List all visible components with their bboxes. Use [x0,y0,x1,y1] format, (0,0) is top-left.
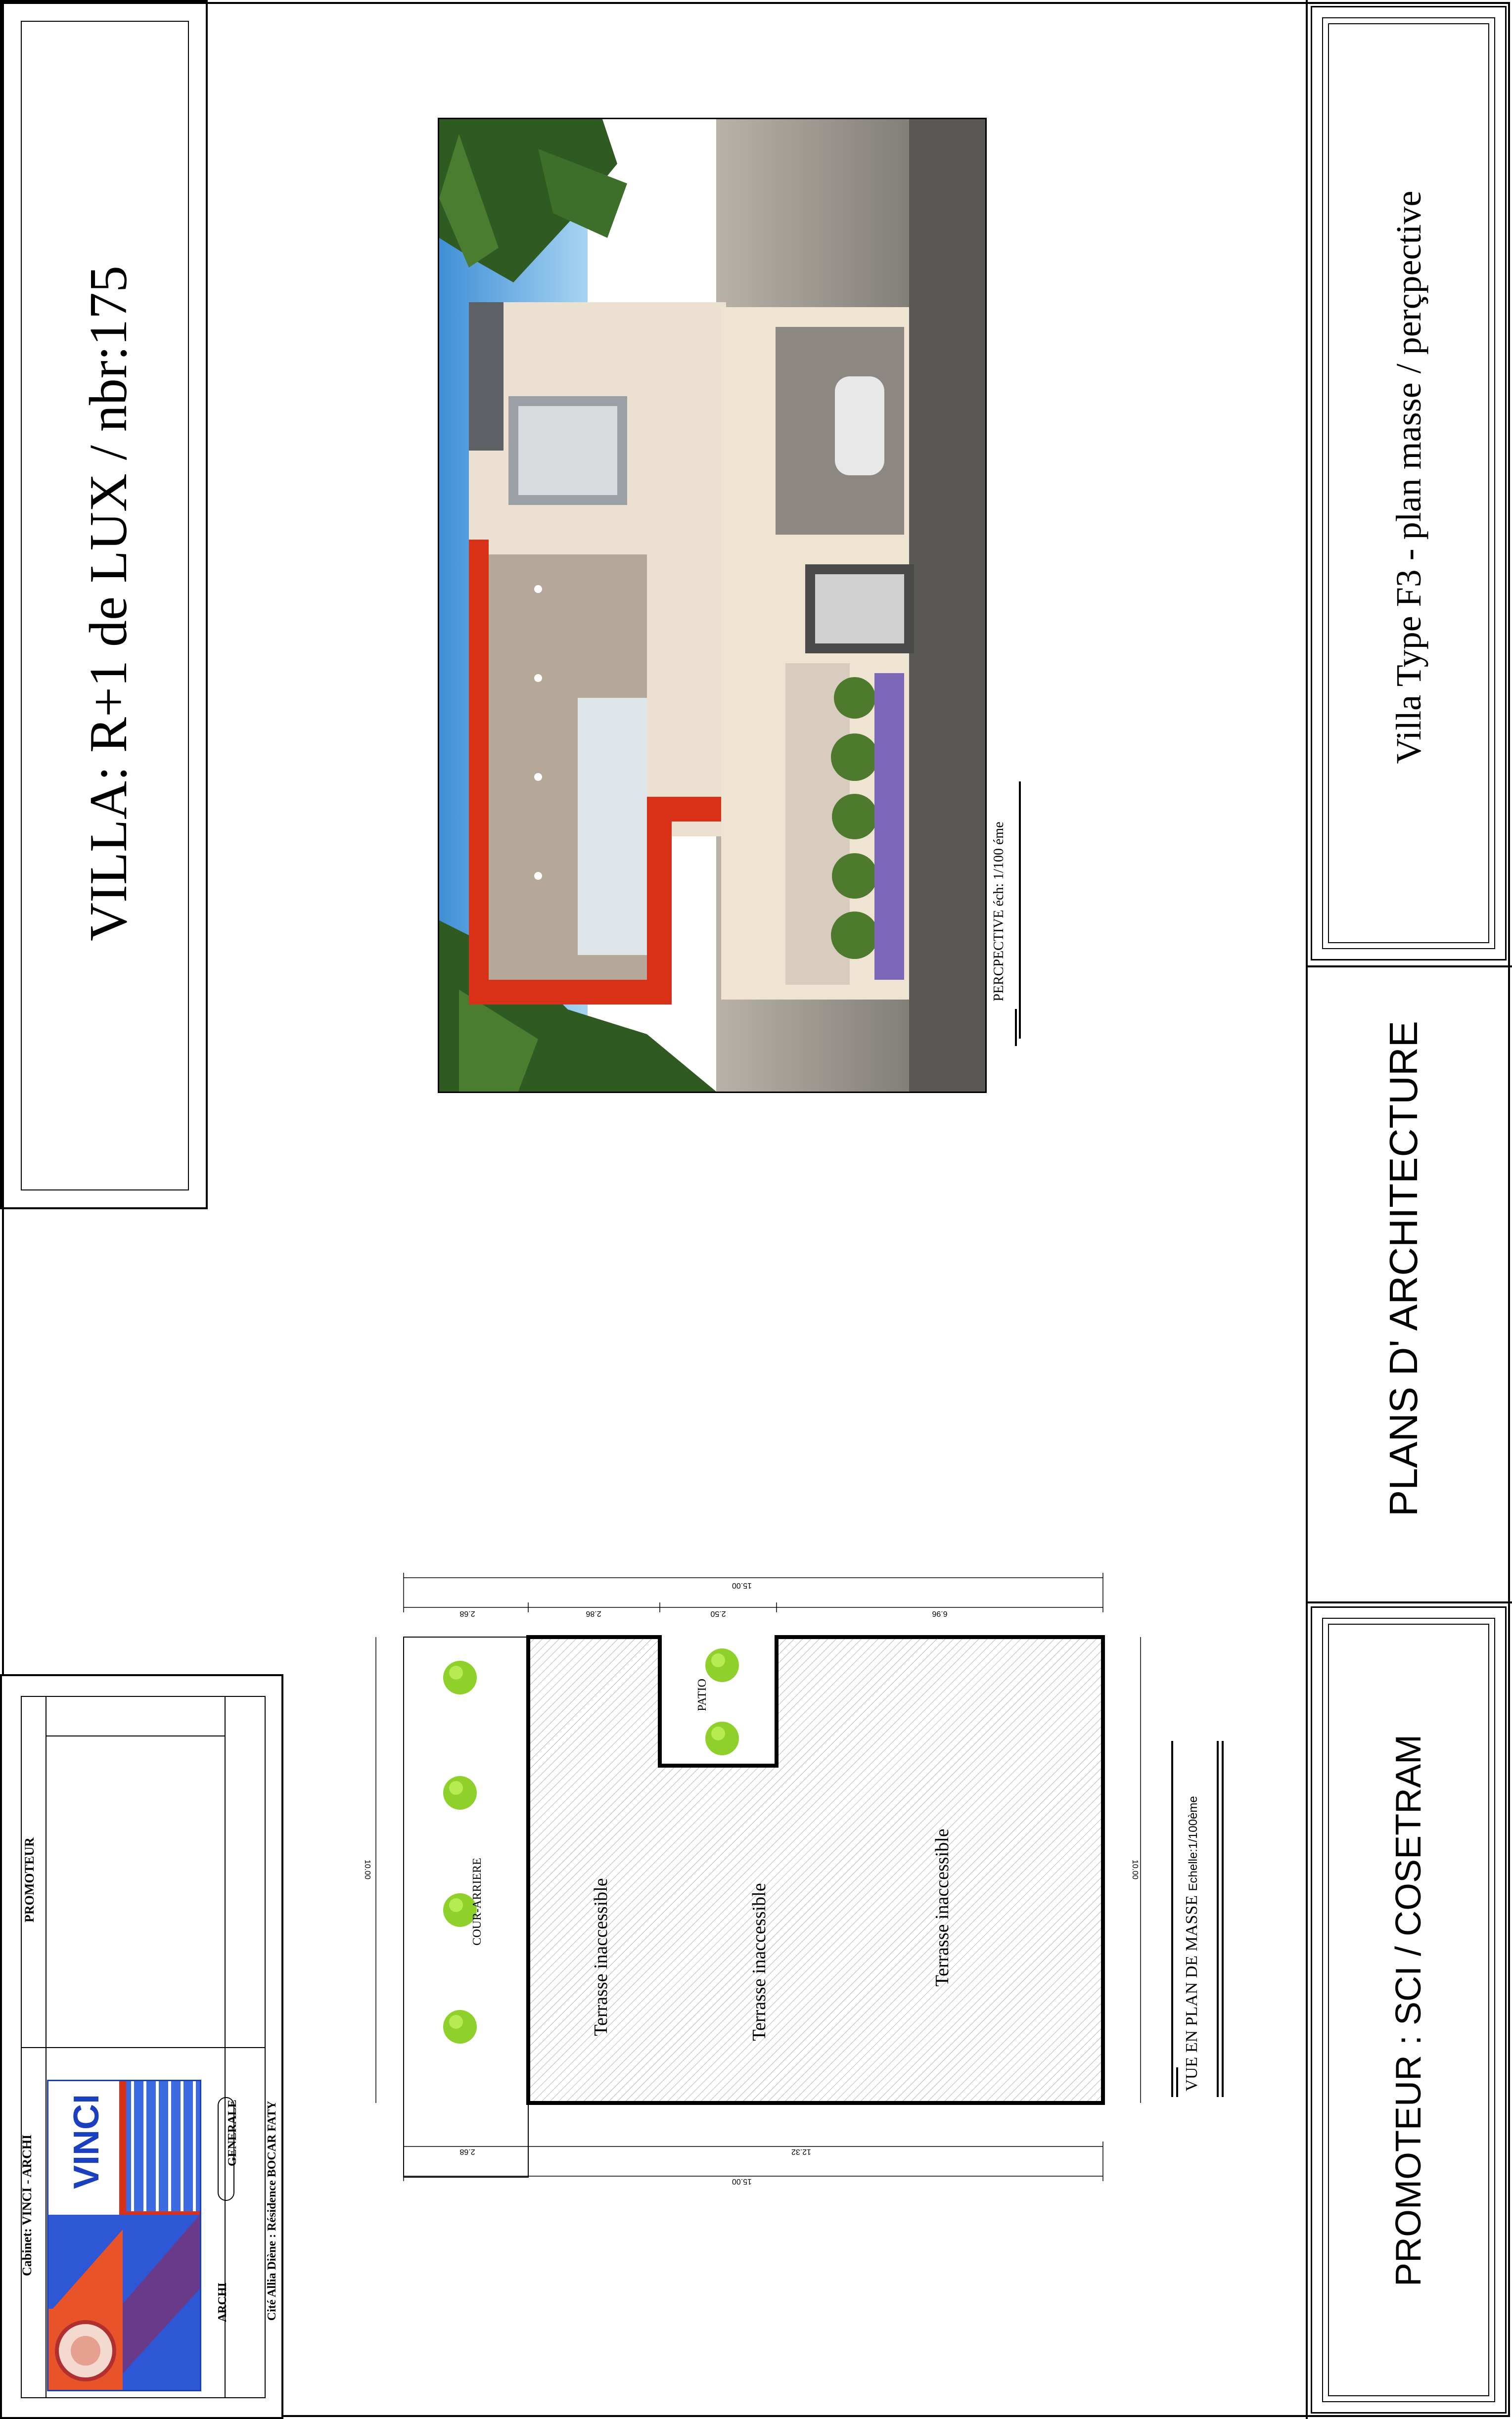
type-title-inner-frame-2 [1328,23,1489,943]
plan-caption-rule-2 [1176,2067,1178,2097]
dim-bottom-1: 2.68 [459,2147,475,2156]
type-title: Villa Type F3 - plan masse / perçpective [1389,190,1428,764]
cabinet-name: Cabinet: VINCI - ARCHI [20,2134,34,2276]
tree-2 [443,1776,477,1810]
cartouche-address: Cité Allia Diène : Résidence BOCAR FATY [266,2100,278,2321]
dim-bottom-2: 12.32 [791,2147,812,2156]
type-title-frame [1311,6,1507,960]
terrasse-label-3: Terrasse inaccessible [932,1828,953,1987]
trees [443,1648,739,2044]
plan-caption-rule [1171,1741,1173,2097]
dim-top-2: 2.86 [586,1609,601,1618]
perspective-caption-rule-2 [1019,781,1021,1039]
terrasse-label-2: Terrasse inaccessible [749,1883,770,2041]
lavender [874,673,904,980]
vinci-logo-graphic [48,2081,200,2390]
dimension-lines [375,1573,1141,2181]
dim-top-3: 2.50 [710,1609,726,1618]
plan-caption-title: VUE EN PLAN DE MASSE [1183,1895,1201,2092]
archi-label: ARCHI [216,2282,229,2323]
plans-title-divider-top [1306,965,1512,967]
plan-masse [375,1573,1141,2181]
dim-top-total: 15.00 [732,1581,752,1590]
dim-top-4: 6.96 [932,1609,948,1618]
perspective-render [438,118,987,1093]
dim-top-1: 2.68 [459,1609,475,1618]
villa-title-inner-frame [21,21,189,1190]
villa-title-frame [0,0,208,1209]
vinci-logo [47,2080,201,2391]
cour-arriere-label: COUR-ARRIERE [471,1858,484,1946]
tree-5 [705,1648,739,1682]
vinci-logo-text: VINCI [67,2094,106,2190]
promoteur-title: PROMOTEUR : SCI / COSETRAM [1389,1734,1428,2287]
plan-caption-rule-3 [1217,1741,1219,2097]
dim-right: 10.00 [1131,1859,1139,1880]
dim-left: 10.00 [363,1859,371,1880]
palm-top [439,119,627,282]
promoteur-title-inner-frame [1322,1618,1495,2402]
promoteur-label: PROMOTEUR [22,1837,37,1922]
plans-title-divider-bottom [1306,1601,1512,1603]
cartouche-divider-v2 [225,1696,226,2398]
promoteur-title-inner-frame-2 [1328,1624,1489,2396]
plan-caption: VUE EN PLAN DE MASSE Echelle:1/100ème [1182,1780,1202,2107]
ceiling-spots [534,585,542,880]
right-title-column [1306,0,1512,2419]
plan-caption-scale: Echelle:1/100ème [1187,1796,1200,1891]
cartouche-divider-h [21,2047,266,2048]
car [835,376,884,475]
plan-caption-rule-4 [1222,1741,1224,2097]
cartouche-pill [218,2097,234,2201]
tree-6 [705,1722,739,1755]
cartouche-divider-h2 [46,1735,225,1736]
perspective-caption-rule [1015,1009,1017,1046]
perspective-render-image [439,119,985,1092]
plans-title: PLANS D' ARCHITECTURE [1381,1020,1425,1517]
perspective-caption: PERCPECTIVE éch: 1/100 éme [991,822,1007,1002]
building-outline [526,1635,1105,2105]
promoteur-title-frame [1311,1606,1507,2414]
terrasse-label-1: Terrasse inaccessible [591,1878,611,2036]
tree-1 [443,1661,477,1694]
tree-3 [443,1893,477,1927]
tree-4 [443,2010,477,2044]
dim-bottom-total: 15.00 [732,2177,752,2186]
villa-title: VILLA: R+1 de LUX / nbr:175 [79,266,138,941]
type-title-inner-frame [1322,17,1495,949]
shrubs [831,677,878,959]
patio-label: PATIO [696,1679,709,1711]
